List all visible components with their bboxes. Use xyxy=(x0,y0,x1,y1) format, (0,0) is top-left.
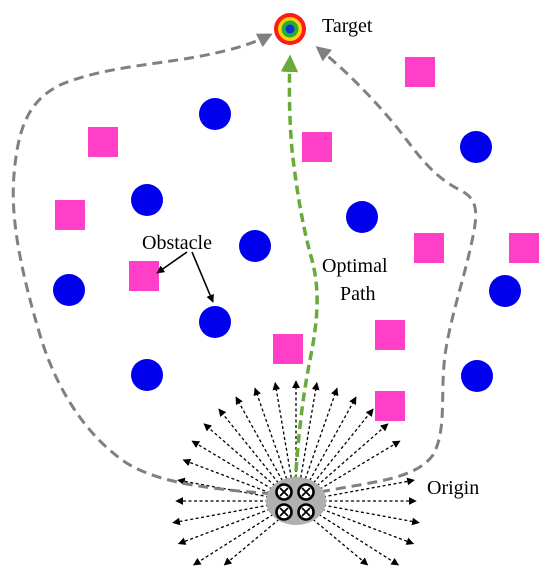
obstacle-square xyxy=(273,334,303,364)
sensor-ray xyxy=(253,387,290,485)
sensor-ray xyxy=(223,515,284,566)
alternative-path-right xyxy=(315,46,478,494)
sensor-ray xyxy=(272,382,293,484)
sensor-ray xyxy=(191,440,278,493)
obstacle-square xyxy=(375,320,405,350)
sensor-ray xyxy=(203,423,280,490)
sensor-ray xyxy=(309,408,374,488)
quadcopter-drone-icon xyxy=(266,477,326,525)
sensor-ray xyxy=(299,382,320,484)
sensor-ray xyxy=(308,515,369,566)
obstacle-circle xyxy=(489,275,521,307)
obstacle-circle xyxy=(461,360,493,392)
sensor-ray xyxy=(177,506,276,545)
sensor-ray xyxy=(306,396,357,486)
rotor xyxy=(297,503,315,521)
obstacle-circle xyxy=(239,230,271,262)
obstacle-square xyxy=(129,261,159,291)
obstacle-circle xyxy=(53,274,85,306)
rotor xyxy=(275,483,293,501)
sensor-ray xyxy=(172,503,275,526)
obstacle-square xyxy=(509,233,539,263)
obstacle-square xyxy=(302,132,332,162)
sensor-ray xyxy=(317,477,415,499)
obstacle-circle xyxy=(346,201,378,233)
origin-label: Origin xyxy=(427,477,479,499)
target-bullseye-icon xyxy=(274,13,306,45)
sensor-ray xyxy=(317,503,420,526)
obstacle-circle xyxy=(131,359,163,391)
obstacle-pointer-arrow xyxy=(191,251,214,303)
rotor xyxy=(297,483,315,501)
sensor-ray xyxy=(312,423,389,490)
obstacle-square xyxy=(414,233,444,263)
obstacles xyxy=(53,57,539,421)
sensor-ray xyxy=(218,408,283,488)
sensor-ray xyxy=(192,510,279,566)
obstacle-circle xyxy=(199,98,231,130)
optimal-path xyxy=(280,54,319,486)
optimal-path-label-line1: Optimal xyxy=(322,255,388,277)
target-label: Target xyxy=(322,15,373,37)
obstacle-square xyxy=(55,200,85,230)
rotor xyxy=(275,503,293,521)
obstacle-circle xyxy=(460,131,492,163)
obstacle-circle xyxy=(131,184,163,216)
obstacle-square xyxy=(88,127,118,157)
obstacle-square xyxy=(405,57,435,87)
optimal-path-label-line2: Path xyxy=(340,283,376,305)
sensor-ray xyxy=(235,396,286,486)
sensor-rays xyxy=(172,380,420,566)
obstacle-circle xyxy=(199,306,231,338)
alternative-path-left xyxy=(11,33,289,497)
obstacle-square xyxy=(375,391,405,421)
sensor-ray xyxy=(314,440,401,493)
obstacle-pointer-arrow xyxy=(156,251,188,274)
sensor-ray xyxy=(302,387,339,485)
sensor-ray xyxy=(316,506,415,545)
obstacle-label: Obstacle xyxy=(142,232,212,254)
sensor-ray xyxy=(313,510,400,566)
